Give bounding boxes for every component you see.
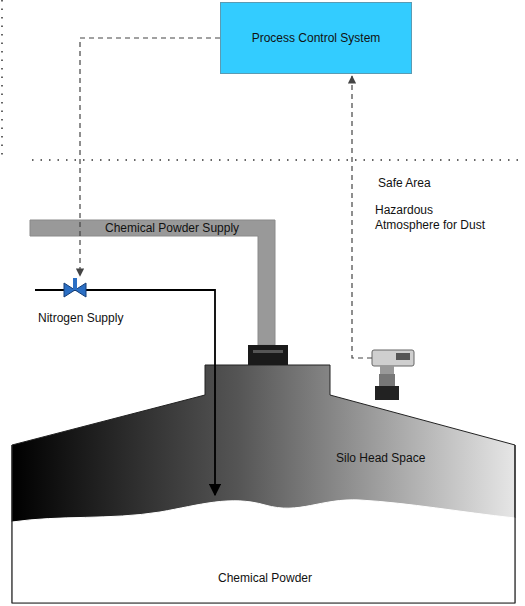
text-label: Safe Area	[378, 176, 431, 191]
silo-outline	[12, 445, 515, 603]
sensor-head	[372, 350, 414, 366]
pipe-flange	[253, 350, 283, 353]
control-box: Process Control System	[220, 2, 412, 74]
boundary-line	[1, 0, 3, 160]
boundary-line	[32, 159, 525, 161]
text-label: Hazardous Atmosphere for Dust	[375, 203, 495, 233]
text-label: Chemical Powder Supply	[105, 221, 239, 236]
box-text: Process Control System	[252, 31, 381, 45]
nitrogen-line	[35, 290, 215, 495]
sensor-neck	[380, 366, 394, 374]
signal-line	[80, 38, 220, 276]
text-label: Nitrogen Supply	[38, 311, 123, 326]
sensor-mount	[375, 386, 399, 400]
valve-actuator	[73, 278, 77, 290]
signal-line	[352, 76, 372, 358]
text-label: Silo Head Space	[336, 451, 425, 466]
sensor-stem	[379, 374, 395, 386]
silo-body	[12, 365, 515, 603]
text-label: Chemical Powder	[218, 571, 312, 586]
supply-pipe	[30, 220, 275, 345]
powder-surface	[12, 500, 515, 603]
pipe-flange	[248, 345, 288, 365]
sensor-display	[396, 353, 410, 360]
